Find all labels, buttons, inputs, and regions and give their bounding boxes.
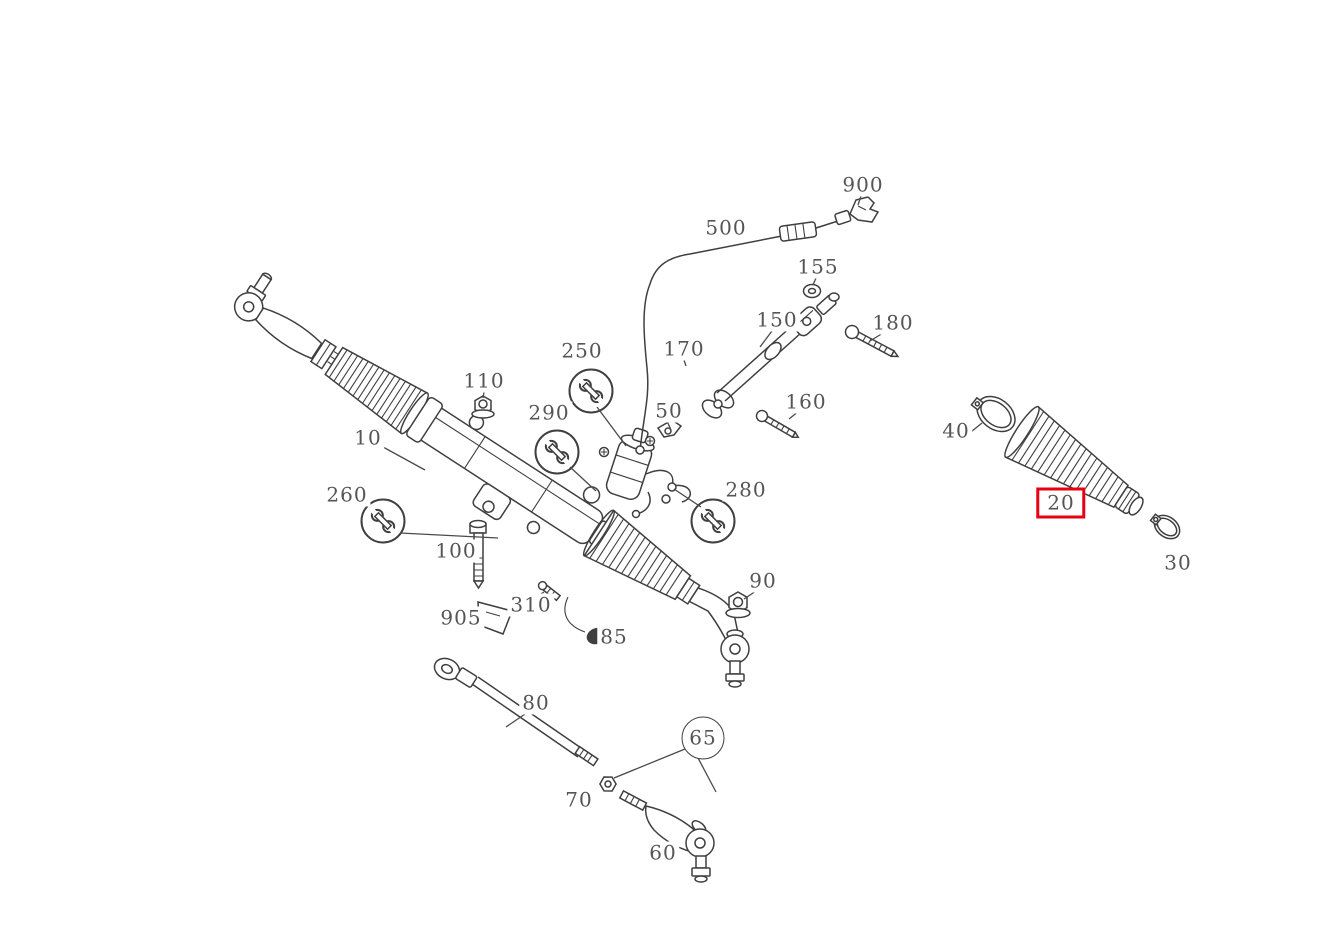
leader-line-155 bbox=[812, 277, 817, 286]
lock-nut-70 bbox=[599, 776, 617, 792]
bolt-160 bbox=[755, 409, 800, 439]
leader-line-50 bbox=[666, 420, 672, 431]
leader-line-900 bbox=[857, 195, 862, 206]
leader-line-10 bbox=[382, 446, 426, 471]
part-label-155[interactable]: 155 bbox=[794, 255, 842, 279]
part-label-170[interactable]: 170 bbox=[660, 337, 708, 361]
part-label-160[interactable]: 160 bbox=[782, 390, 830, 414]
leader-line-110 bbox=[482, 391, 485, 399]
leader-line-65 bbox=[696, 755, 717, 793]
part-label-90[interactable]: 90 bbox=[746, 569, 780, 593]
part-label-30[interactable]: 30 bbox=[1161, 551, 1195, 575]
grommet-155 bbox=[802, 283, 822, 299]
part-label-40[interactable]: 40 bbox=[939, 419, 973, 443]
part-label-65[interactable]: 65 bbox=[681, 716, 725, 760]
leader-line-260 bbox=[399, 532, 499, 539]
part-label-80[interactable]: 80 bbox=[519, 691, 553, 715]
clamp-40 bbox=[970, 395, 1016, 433]
left-boot bbox=[324, 346, 429, 435]
hydraulic-line-500 bbox=[635, 209, 852, 455]
part-label-150[interactable]: 150 bbox=[753, 308, 801, 332]
part-label-60[interactable]: 60 bbox=[646, 841, 680, 865]
right-boot bbox=[582, 509, 692, 601]
leader-line-250 bbox=[596, 406, 627, 447]
part-label-180[interactable]: 180 bbox=[869, 311, 917, 335]
part-label-20[interactable]: 20 bbox=[1036, 487, 1086, 519]
part-label-250[interactable]: 250 bbox=[558, 339, 606, 363]
leader-line-150 bbox=[759, 330, 773, 348]
bolt-180 bbox=[844, 324, 900, 358]
part-label-10[interactable]: 10 bbox=[351, 426, 385, 450]
part-label-290[interactable]: 290 bbox=[525, 401, 573, 425]
left-tie-rod-end bbox=[233, 272, 340, 370]
part-label-70[interactable]: 70 bbox=[562, 788, 596, 812]
part-label-310[interactable]: 310 bbox=[507, 593, 555, 617]
nut-90 bbox=[725, 591, 751, 619]
part-label-260[interactable]: 260 bbox=[323, 483, 371, 507]
nut-110 bbox=[471, 395, 495, 419]
leader-line-170 bbox=[683, 359, 687, 367]
outer-tie-rod-end-60 bbox=[618, 789, 715, 883]
part-label-500[interactable]: 500 bbox=[702, 216, 750, 240]
part-label-280[interactable]: 280 bbox=[722, 478, 770, 502]
part-label-905[interactable]: 905 bbox=[437, 606, 485, 630]
part-label-900[interactable]: 900 bbox=[839, 173, 887, 197]
leader-line-280 bbox=[673, 488, 702, 508]
part-label-100[interactable]: 100 bbox=[432, 539, 480, 563]
valve-pinion-assembly bbox=[598, 427, 692, 519]
clamp-30 bbox=[1149, 513, 1181, 540]
leader-line-65 bbox=[613, 748, 686, 779]
part-label-50[interactable]: 50 bbox=[652, 399, 686, 423]
boot-20 bbox=[1004, 405, 1144, 516]
leader-line-80 bbox=[505, 711, 529, 728]
part-label-85[interactable]: 85 bbox=[597, 625, 631, 649]
retaining-clip-900 bbox=[849, 196, 880, 223]
leader-line-290 bbox=[569, 466, 597, 492]
right-tie-rod-end bbox=[720, 629, 750, 688]
part-label-110[interactable]: 110 bbox=[460, 369, 508, 393]
steering-rack-assembly bbox=[233, 272, 740, 641]
